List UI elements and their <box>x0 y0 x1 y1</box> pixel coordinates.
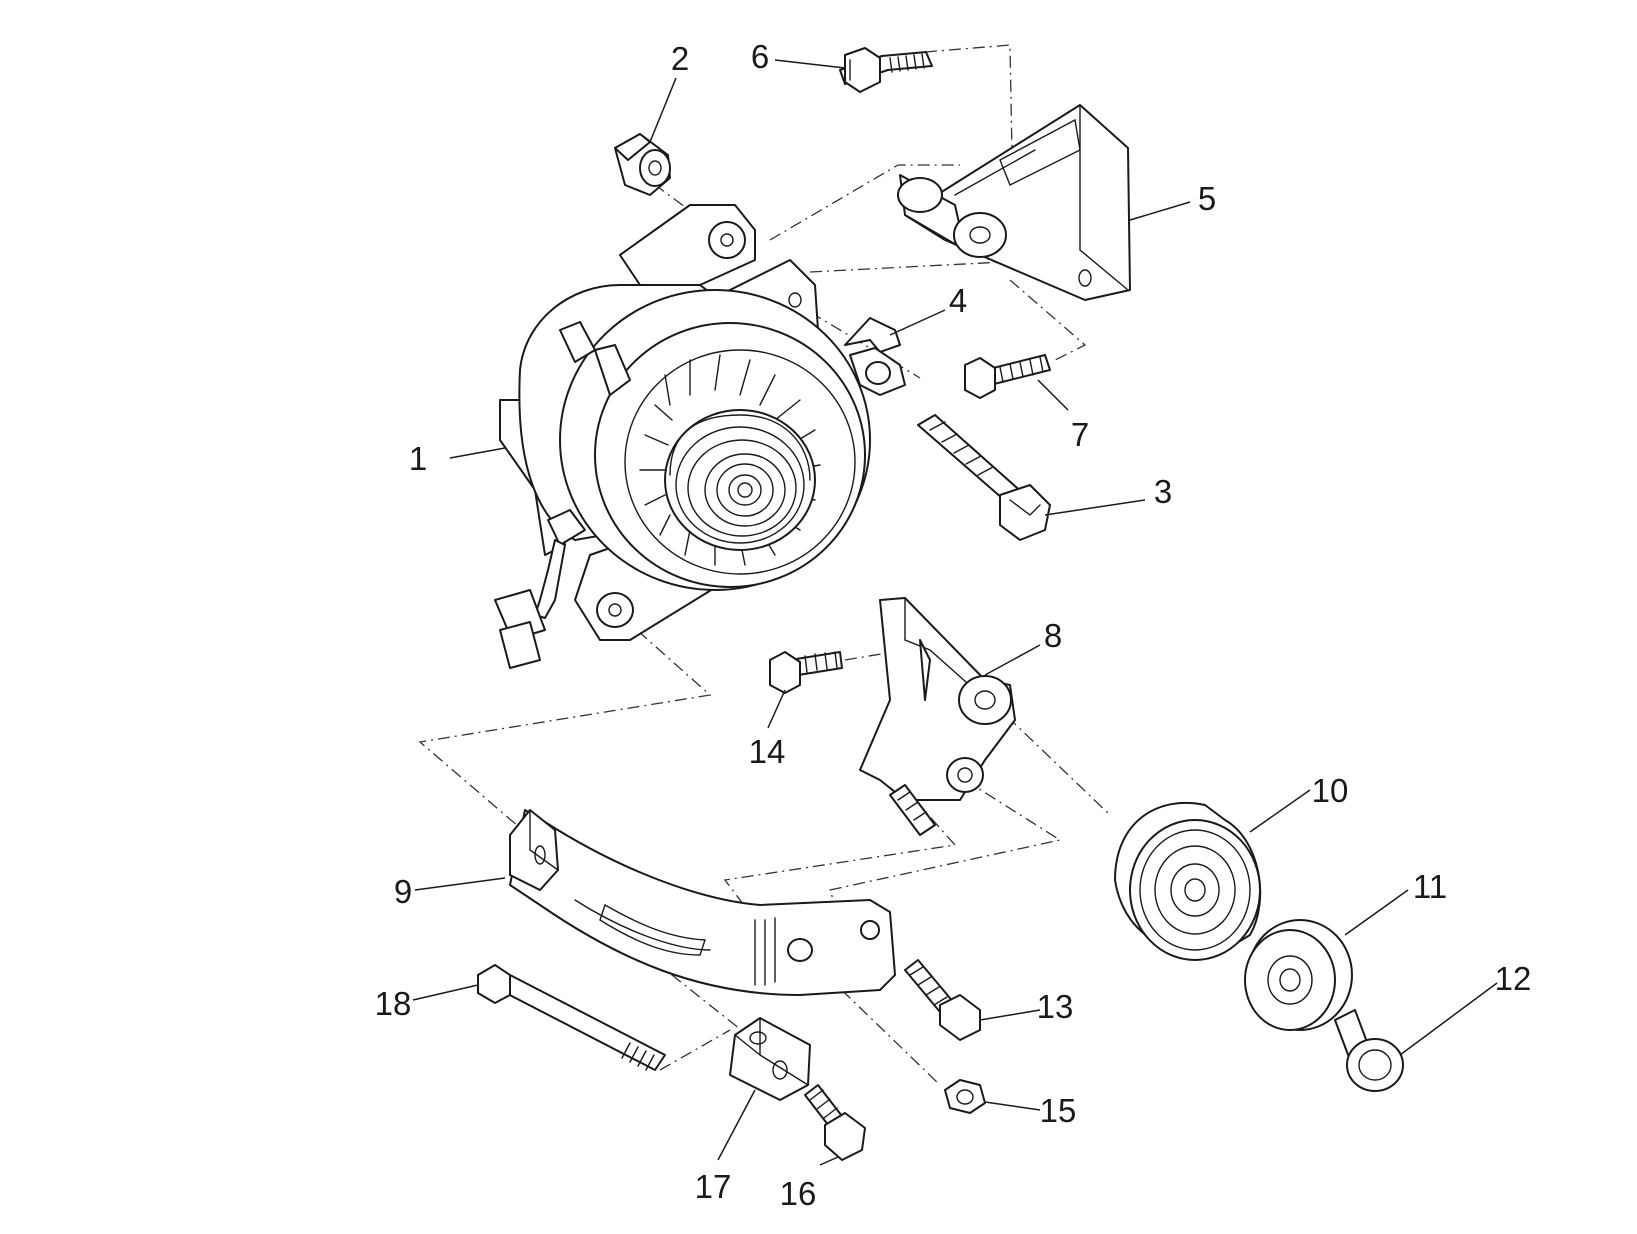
callout-8: 8 <box>1044 617 1062 654</box>
callout-11: 11 <box>1413 868 1447 905</box>
callout-15: 15 <box>1040 1092 1077 1129</box>
leader-lines <box>412 59 1498 1166</box>
bolt-7 <box>964 354 1051 399</box>
bolt-14 <box>769 651 843 694</box>
clip-4 <box>844 317 906 396</box>
adjusting-strap <box>509 809 896 996</box>
sleeve-2 <box>614 133 671 196</box>
callout-13: 13 <box>1037 988 1074 1025</box>
callout-18: 18 <box>375 985 412 1022</box>
bolt-6 <box>839 47 933 93</box>
bolt-16 <box>804 1084 866 1161</box>
alternator-vents <box>639 354 821 566</box>
callout-1: 1 <box>409 440 427 477</box>
callout-4: 4 <box>949 282 967 319</box>
block-17 <box>729 1017 811 1101</box>
screw-12 <box>1334 1009 1404 1092</box>
callout-6: 6 <box>751 38 769 75</box>
alternator <box>494 204 871 669</box>
pulley-10 <box>1114 801 1262 961</box>
upper-bracket <box>897 104 1131 301</box>
callout-10: 10 <box>1312 772 1349 809</box>
bolt-3 <box>917 414 1051 541</box>
callouts: 1 2 3 4 5 6 7 8 9 10 11 12 13 14 15 16 1… <box>375 38 1532 1212</box>
callout-9: 9 <box>394 873 412 910</box>
callout-17: 17 <box>695 1168 732 1205</box>
washer-11 <box>1244 919 1353 1031</box>
callout-5: 5 <box>1198 180 1216 217</box>
callout-14: 14 <box>749 733 786 770</box>
callout-3: 3 <box>1154 473 1172 510</box>
nut-15 <box>944 1079 986 1114</box>
callout-16: 16 <box>780 1175 817 1212</box>
bolt-13 <box>904 959 981 1041</box>
bolt-18 <box>477 964 666 1071</box>
lower-bracket <box>859 597 1016 836</box>
callout-12: 12 <box>1495 960 1532 997</box>
callout-7: 7 <box>1071 416 1089 453</box>
callout-2: 2 <box>671 40 689 77</box>
